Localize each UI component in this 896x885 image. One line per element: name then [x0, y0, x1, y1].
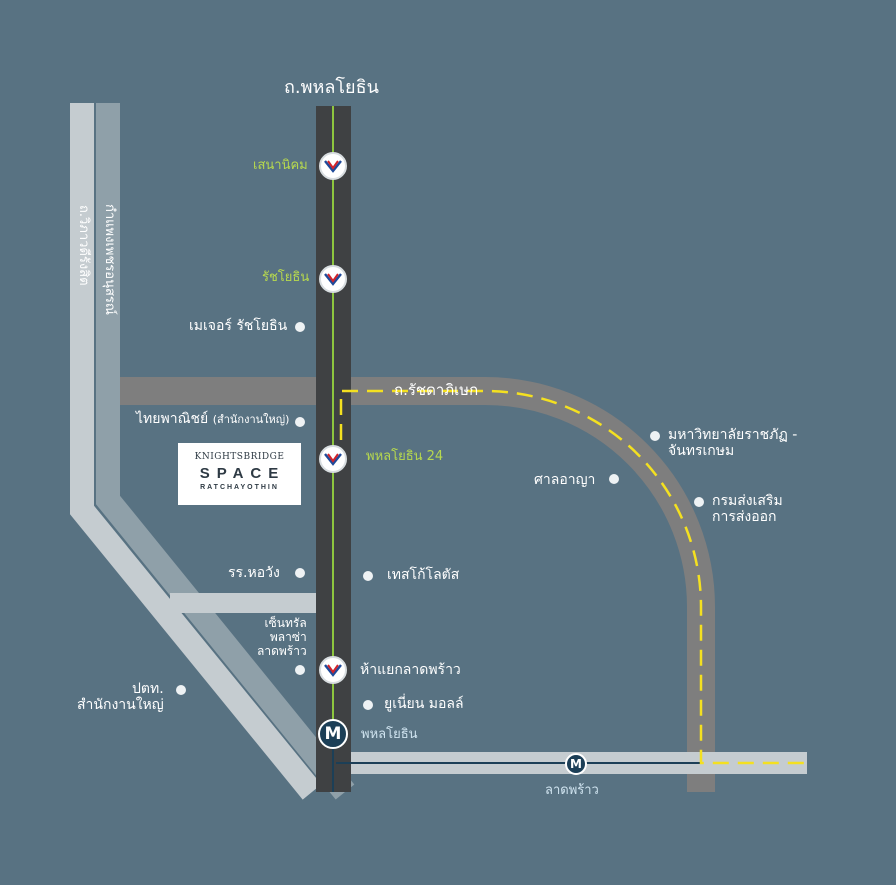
- landmark-dot-icon: [295, 322, 305, 332]
- vibhavadi-road-label: ถ.วิภาวดีรังสิต: [76, 205, 91, 286]
- export-dept-label: กรมส่งเสริม การส่งออก: [712, 493, 783, 525]
- central-line-1: เซ็นทรัล: [264, 616, 307, 630]
- bts-logo-icon: [319, 152, 347, 180]
- university-line-2: จันทรเกษม: [668, 443, 735, 460]
- landmark-dot-icon: [295, 665, 305, 675]
- criminal-court-label: ศาลอาญา: [534, 472, 596, 488]
- kamphaeng-road-label: กำแพงเพชรอนุสรณ์: [102, 204, 117, 315]
- logo-line-2: SPACE: [199, 465, 286, 482]
- project-logo: KNIGHTSBRIDGE SPACE RATCHAYOTHIN: [178, 443, 301, 505]
- central-line-3: ลาดพร้าว: [257, 643, 307, 658]
- scb-main-label: ไทยพาณิชย์: [136, 411, 209, 427]
- export-dept-line-1: กรมส่งเสริม: [712, 493, 783, 509]
- mrt-lat-phrao-label: ลาดพร้าว: [545, 783, 599, 798]
- central-label: เซ็นทรัล พลาซ่า ลาดพร้าว: [257, 616, 307, 658]
- connector-road-lower: [170, 593, 330, 613]
- mrt-phahon-label: พหลโยธิน: [361, 727, 418, 742]
- logo-line-3: RATCHAYOTHIN: [200, 484, 279, 491]
- mrt-logo-icon: M: [565, 753, 587, 775]
- tesco-label: เทสโก้โลตัส: [387, 567, 460, 583]
- landmark-dot-icon: [694, 497, 704, 507]
- dashed-route: [339, 389, 806, 765]
- landmark-dot-icon: [609, 474, 619, 484]
- bts-logo-icon: [319, 445, 347, 473]
- bts-senanikhom-label: เสนานิคม: [253, 158, 308, 173]
- union-mall-label: ยูเนี่ยน มอลล์: [384, 696, 464, 712]
- scb-label: ไทยพาณิชย์ (สำนักงานใหญ่): [136, 411, 289, 427]
- ptt-label: ปตท. สำนักงานใหญ่: [77, 681, 164, 713]
- phahon-road-label: ถ.พหลโยธิน: [284, 77, 379, 98]
- ptt-line-1: ปตท.: [132, 681, 164, 697]
- bts-logo-icon: [319, 265, 347, 293]
- vibhavadi-road-outer: [70, 103, 322, 800]
- scb-note-label: (สำนักงานใหญ่): [212, 413, 290, 426]
- landmark-dot-icon: [295, 417, 305, 427]
- central-line-2: พลาซ่า: [269, 629, 307, 644]
- mrt-logo-icon: M: [318, 719, 348, 749]
- landmark-dot-icon: [176, 685, 186, 695]
- university-label: มหาวิทยาลัยราชภัฏ - จันทรเกษม: [668, 427, 797, 459]
- landmark-dot-icon: [363, 571, 373, 581]
- logo-line-1: KNIGHTSBRIDGE: [194, 452, 285, 462]
- landmark-dot-icon: [363, 700, 373, 710]
- major-label: เมเจอร์ รัชโยธิน: [189, 318, 288, 334]
- export-dept-line-2: การส่งออก: [712, 509, 777, 526]
- bts-logo-icon: [319, 656, 347, 684]
- ratchadaphisek-road-label: ถ.รัชดาภิเษก: [394, 381, 479, 399]
- horwang-label: รร.หอวัง: [228, 565, 280, 581]
- bts-ha-yaek-label: ห้าแยกลาดพร้าว: [360, 662, 461, 678]
- ptt-line-2: สำนักงานใหญ่: [77, 697, 164, 714]
- bts-phahon24-label: พหลโยธิน 24: [366, 449, 444, 464]
- bts-ratchayothin-label: รัชโยธิน: [262, 270, 310, 285]
- kamphaeng-road: [96, 103, 355, 800]
- university-line-1: มหาวิทยาลัยราชภัฏ -: [668, 427, 798, 443]
- landmark-dot-icon: [295, 568, 305, 578]
- landmark-dot-icon: [650, 431, 660, 441]
